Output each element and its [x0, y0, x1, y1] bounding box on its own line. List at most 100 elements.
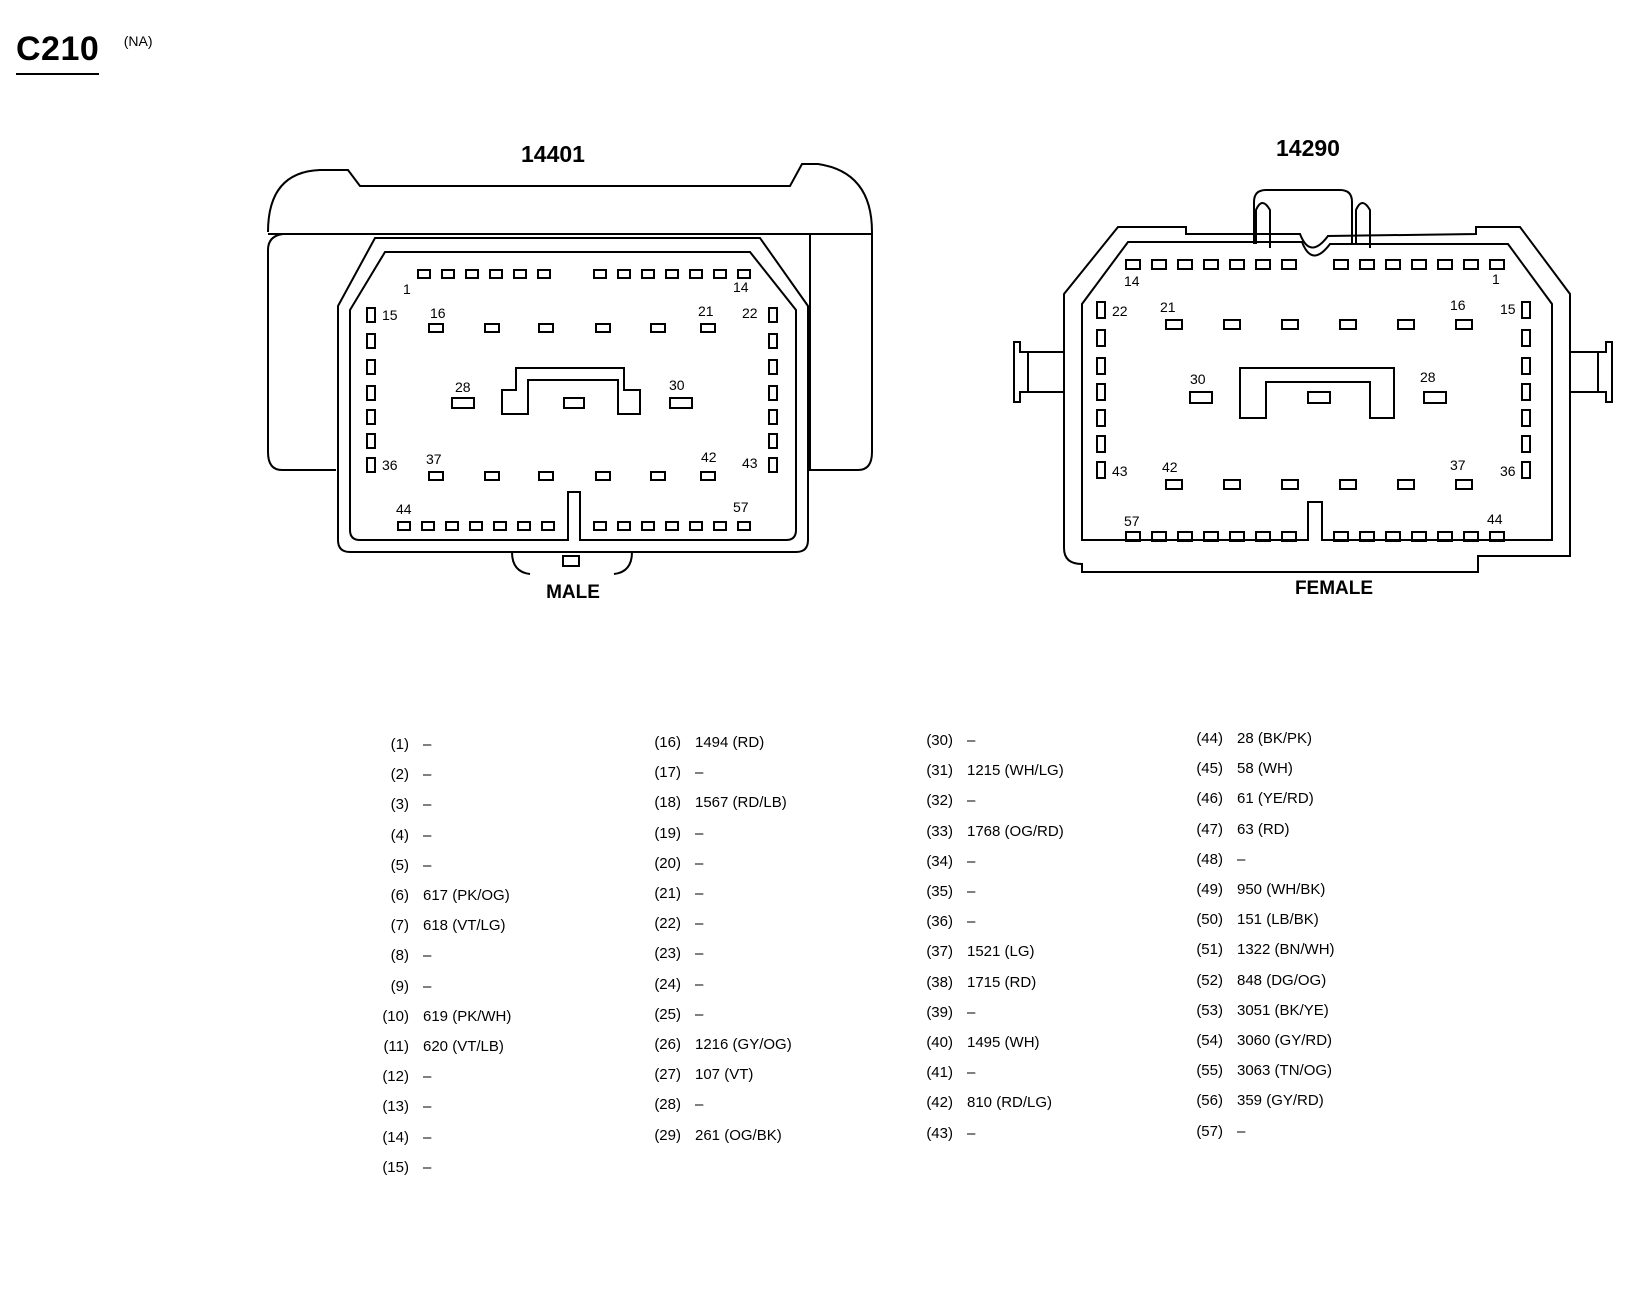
pin-row: (15)– [371, 1159, 431, 1176]
pin-number: (48) [1196, 850, 1223, 868]
pin-row: (23)– [643, 945, 703, 962]
pin-row: (26)1216 (GY/OG) [643, 1036, 791, 1053]
pin-row: (45)58 (WH) [1185, 760, 1293, 777]
pin-number: (21) [654, 885, 681, 902]
pin-circuit: – [423, 796, 432, 814]
male-pin-label: 43 [742, 455, 758, 471]
male-housing-outer [337, 237, 809, 553]
pin-number: (45) [1196, 760, 1223, 778]
pin-row: (11)620 (VT/LB) [371, 1038, 503, 1055]
pin-row: (51)1322 (BN/WH) [1185, 941, 1334, 959]
pin-row: (6)617 (PK/OG) [371, 887, 510, 904]
pin-row: (2)– [371, 766, 432, 784]
pin-row: (31)1215 (WH/LG) [915, 762, 1064, 780]
pin-number: (50) [1196, 911, 1223, 929]
pin-row: (12)– [371, 1068, 431, 1085]
pin-row: (10)619 (PK/WH) [371, 1008, 511, 1025]
pin-row: (4)– [371, 826, 432, 844]
pin-number: (23) [654, 945, 681, 963]
pin-circuit: 1567 (RD/LB) [695, 794, 787, 812]
pin-number: (10) [382, 1007, 409, 1025]
pin-circuit: 617 (PK/OG) [423, 887, 510, 904]
female-top-latch [1253, 189, 1371, 248]
pin-number: (38) [926, 973, 953, 991]
pin-row: (9)– [371, 978, 432, 995]
pin-row: (53)3051 (BK/YE) [1185, 1001, 1328, 1019]
pin-circuit: – [1237, 850, 1246, 868]
female-pin-label: 30 [1190, 371, 1206, 387]
female-connector: 14290 [1013, 135, 1613, 599]
pin-circuit: – [967, 852, 976, 870]
pin-circuit: 1715 (RD) [967, 973, 1037, 991]
pin-circuit: 261 (OG/BK) [695, 1126, 782, 1144]
pin-circuit: 1494 (RD) [695, 734, 765, 751]
pin-circuit: – [695, 945, 704, 963]
pin-number: (47) [1196, 820, 1223, 838]
pin-circuit: – [423, 1128, 432, 1146]
pin-number: (3) [390, 796, 409, 814]
pin-row: (54)3060 (GY/RD) [1185, 1032, 1332, 1049]
pin-number: (53) [1196, 1001, 1223, 1019]
pin-row: (8)– [371, 947, 432, 965]
pin-row: (42)810 (RD/LG) [915, 1094, 1052, 1111]
pin-circuit: 61 (YE/RD) [1237, 790, 1314, 808]
pin-circuit: 1215 (WH/LG) [967, 762, 1064, 780]
pin-row: (39)– [915, 1004, 975, 1021]
pin-number: (27) [654, 1066, 681, 1084]
pin-row: (18) 1567 (RD/LB) [643, 794, 787, 812]
connector-region: (NA) [123, 33, 153, 49]
male-pin-label: 42 [701, 449, 717, 465]
pin-number: (34) [926, 852, 953, 870]
pin-circuit: 950 (WH/BK) [1237, 881, 1326, 898]
pin-row: (13)– [371, 1098, 431, 1115]
pin-circuit: – [423, 766, 432, 784]
female-pin-label: 14 [1124, 273, 1140, 289]
pin-row: (16)1494 (RD) [643, 734, 764, 751]
male-housing-inner [349, 251, 797, 541]
male-cavities [366, 269, 778, 531]
pin-number: (51) [1196, 941, 1223, 959]
female-pin-label: 57 [1124, 513, 1140, 529]
pin-row: (47)63 (RD) [1185, 820, 1289, 838]
pin-row: (46) 61 (YE/RD) [1185, 790, 1314, 808]
pin-circuit: – [423, 1158, 432, 1176]
pin-number: (22) [654, 915, 681, 933]
pin-number: (55) [1196, 1062, 1223, 1080]
pin-row: (57)– [1185, 1123, 1245, 1140]
female-pin-label: 21 [1160, 299, 1176, 315]
pin-circuit: – [423, 826, 432, 844]
pin-number: (5) [390, 856, 409, 874]
pin-number: (33) [926, 822, 953, 840]
pin-circuit: – [423, 947, 432, 965]
pin-circuit: – [967, 913, 976, 931]
connector-id: C210 [16, 30, 100, 75]
male-pin-label: 15 [382, 307, 398, 323]
female-pin-labels: 14 1 22 21 16 15 30 28 43 42 37 36 57 44 [1112, 271, 1516, 529]
male-latch-slot [562, 555, 580, 567]
pin-row: (55)3063 (TN/OG) [1185, 1062, 1332, 1079]
pin-number: (12) [382, 1068, 409, 1086]
pin-circuit: – [695, 885, 704, 902]
female-pin-label: 44 [1487, 511, 1503, 527]
pin-row: (19)– [643, 825, 703, 842]
pin-number: (8) [390, 947, 409, 965]
pin-number: (46) [1196, 790, 1223, 808]
pin-number: (54) [1196, 1032, 1223, 1049]
male-part-number: 14401 [521, 141, 585, 167]
pin-number: (18) [654, 794, 681, 812]
pin-row: (34)– [915, 853, 975, 870]
pin-row: (27)107 (VT) [643, 1066, 753, 1083]
pin-row: (49)950 (WH/BK) [1185, 881, 1325, 898]
male-pin-label: 57 [733, 499, 749, 515]
pin-number: (30) [926, 732, 953, 749]
pin-row: (3)– [371, 796, 432, 814]
female-right-ear [1570, 341, 1613, 403]
pin-circuit: – [695, 1096, 704, 1114]
pin-row: (5)– [371, 856, 432, 874]
pin-number: (32) [926, 792, 953, 810]
female-pin-label: 42 [1162, 459, 1178, 475]
pin-number: (52) [1196, 971, 1223, 989]
pin-circuit: – [695, 854, 704, 872]
pin-circuit: – [967, 732, 976, 749]
male-pin-label: 37 [426, 451, 442, 467]
